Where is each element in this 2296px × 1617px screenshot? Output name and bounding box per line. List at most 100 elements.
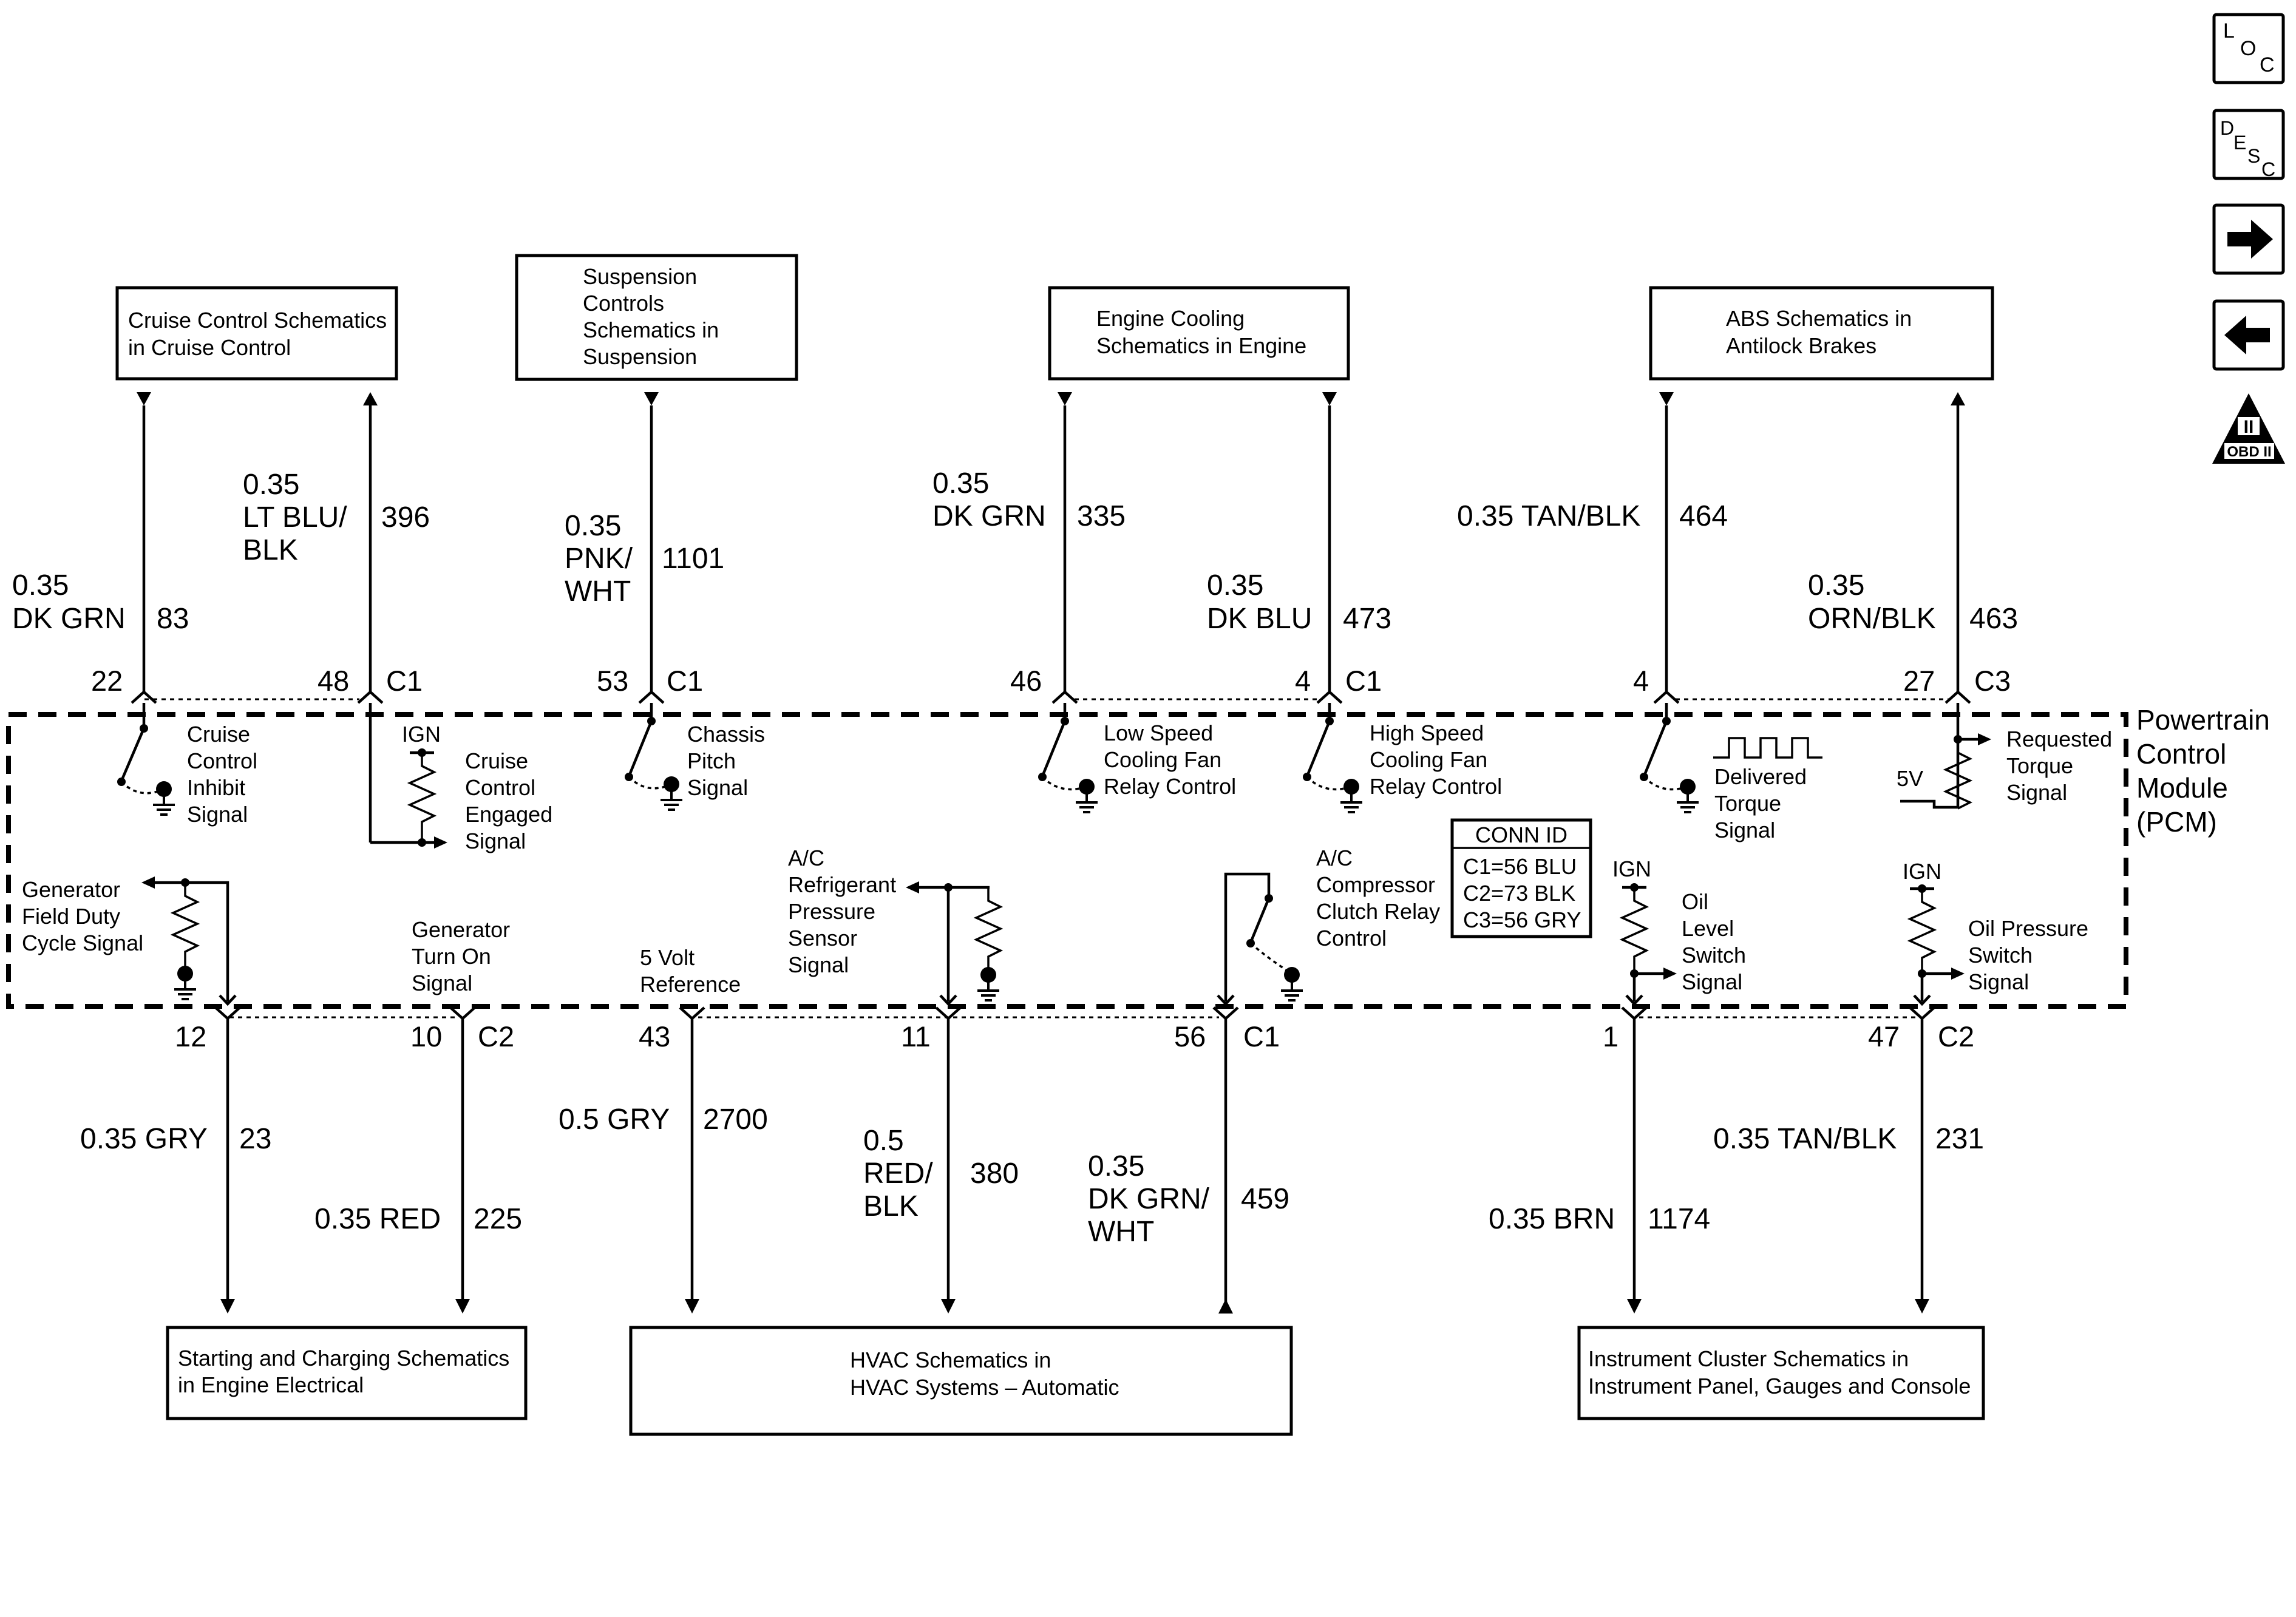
svg-text:C1: C1: [667, 665, 703, 697]
svg-text:Powertrain: Powertrain: [2136, 704, 2270, 736]
svg-text:473: 473: [1343, 603, 1391, 635]
svg-text:BLK: BLK: [243, 534, 298, 566]
svg-text:Signal: Signal: [1714, 818, 1775, 842]
wire-335[interactable]: 0.35 DK GRN 335 46: [932, 392, 1126, 721]
svg-text:231: 231: [1935, 1123, 1984, 1155]
svg-text:C1: C1: [1243, 1020, 1280, 1053]
svg-text:(PCM): (PCM): [2136, 806, 2217, 838]
pcm-label: Powertrain Control Module (PCM): [2136, 704, 2270, 838]
svg-text:PNK/: PNK/: [565, 543, 633, 575]
wire-464[interactable]: 0.35 TAN/BLK 464 4: [1457, 392, 1728, 721]
cruise-inhibit-switch: Cruise Control Inhibit Signal: [117, 722, 257, 827]
next-page-button[interactable]: [2212, 203, 2285, 275]
svg-text:Torque: Torque: [1714, 791, 1781, 816]
svg-text:459: 459: [1241, 1183, 1289, 1215]
svg-text:Pitch: Pitch: [687, 748, 736, 773]
svg-text:53: 53: [597, 665, 628, 697]
svg-text:BLK: BLK: [863, 1190, 919, 1222]
svg-text:0.35: 0.35: [932, 467, 989, 500]
svg-text:464: 464: [1679, 500, 1728, 532]
svg-text:0.35: 0.35: [565, 510, 621, 542]
svg-text:4: 4: [1295, 665, 1311, 697]
wire-396[interactable]: 0.35 LT BLU/ BLK 396 48 C1: [243, 392, 430, 842]
svg-text:Cycle Signal: Cycle Signal: [22, 931, 143, 955]
svg-text:HVAC Schematics in: HVAC Schematics in: [850, 1348, 1051, 1372]
chassis-pitch-switch: Chassis Pitch Signal: [625, 717, 765, 811]
svg-text:Compressor: Compressor: [1316, 872, 1435, 897]
svg-text:Delivered: Delivered: [1714, 764, 1807, 789]
svg-text:IGN: IGN: [1612, 856, 1651, 881]
cruise-control-schematics-box[interactable]: Cruise Control Schematics in Cruise Cont…: [115, 286, 398, 381]
desc-letter-d: D: [2220, 117, 2234, 139]
wire-380[interactable]: 0.5 RED/ BLK 380 11: [863, 1006, 1019, 1314]
svg-text:0.35: 0.35: [1207, 569, 1263, 602]
five-volt-reference-label: 5 Volt Reference: [640, 945, 741, 997]
abs-schematics-box[interactable]: ABS Schematics in Antilock Brakes: [1649, 286, 1994, 381]
obd-label: OBD II: [2227, 444, 2271, 460]
svg-text:Low Speed: Low Speed: [1104, 720, 1213, 745]
svg-text:Generator: Generator: [22, 877, 120, 902]
svg-text:380: 380: [970, 1158, 1019, 1190]
starting-charging-schematics-box[interactable]: Starting and Charging Schematics in Engi…: [166, 1326, 528, 1420]
engine-cooling-schematics-box[interactable]: Engine Cooling Schematics in Engine: [1048, 286, 1350, 381]
wire-463[interactable]: 0.35 ORN/BLK 463 27 C3: [1808, 392, 2018, 807]
svg-text:0.35 RED: 0.35 RED: [314, 1203, 441, 1235]
svg-text:in Cruise Control: in Cruise Control: [128, 335, 291, 360]
svg-text:Torque: Torque: [2006, 753, 2073, 778]
arrow-left-icon: [2224, 316, 2270, 354]
wire-231[interactable]: 0.35 TAN/BLK 231 47 C2: [1713, 1006, 1984, 1314]
svg-text:27: 27: [1903, 665, 1935, 697]
suspension-schematics-box[interactable]: Suspension Controls Schematics in Suspen…: [515, 254, 798, 381]
svg-text:IGN: IGN: [1903, 859, 1941, 884]
wire-1101[interactable]: 0.35 PNK/ WHT 1101 53 C1: [565, 392, 724, 721]
svg-text:Cruise Control Schematics: Cruise Control Schematics: [128, 308, 387, 333]
previous-page-button[interactable]: [2212, 299, 2285, 371]
svg-text:0.35 TAN/BLK: 0.35 TAN/BLK: [1457, 500, 1640, 532]
desc-letter-s: S: [2247, 145, 2260, 167]
svg-text:LT BLU/: LT BLU/: [243, 501, 347, 534]
pcm-boundary: [6, 712, 2128, 1009]
svg-text:Generator: Generator: [412, 917, 510, 942]
description-button[interactable]: D E S C: [2212, 109, 2285, 180]
wire-2700[interactable]: 0.5 GRY 2700 43: [559, 1006, 768, 1314]
svg-text:DK GRN: DK GRN: [932, 500, 1046, 532]
svg-text:Controls: Controls: [583, 291, 664, 316]
obd-ii-button[interactable]: II OBD II: [2212, 393, 2285, 464]
svg-text:83: 83: [157, 603, 189, 635]
svg-text:Cruise: Cruise: [187, 722, 250, 747]
svg-text:Switch: Switch: [1682, 943, 1746, 968]
wire-23[interactable]: 0.35 GRY 23 12: [80, 1006, 271, 1314]
svg-text:ORN/BLK: ORN/BLK: [1808, 603, 1936, 635]
hvac-schematics-box[interactable]: HVAC Schematics in HVAC Systems – Automa…: [629, 1326, 1293, 1436]
instrument-cluster-schematics-box[interactable]: Instrument Cluster Schematics in Instrum…: [1577, 1326, 1985, 1420]
svg-text:C2: C2: [1938, 1020, 1974, 1053]
svg-text:Schematics in Engine: Schematics in Engine: [1096, 333, 1306, 358]
svg-text:Signal: Signal: [187, 802, 248, 827]
arrow-right-icon: [2227, 220, 2273, 259]
svg-text:Signal: Signal: [687, 775, 748, 800]
pwm-waveform-icon: [1713, 737, 1822, 759]
svg-text:Signal: Signal: [1682, 969, 1742, 994]
wire-473[interactable]: 0.35 DK BLU 473 4 C1: [1207, 392, 1391, 721]
wire-225[interactable]: 0.35 RED 225 10 C2: [314, 1006, 522, 1314]
svg-text:Turn On: Turn On: [412, 944, 491, 969]
wire-1174[interactable]: 0.35 BRN 1174 1: [1489, 1006, 1710, 1314]
svg-text:5 Volt: 5 Volt: [640, 945, 695, 970]
wire-83[interactable]: 0.35 DK GRN 83 22: [12, 392, 189, 728]
svg-text:C3: C3: [1974, 665, 2011, 697]
svg-text:396: 396: [381, 501, 430, 534]
svg-text:0.35 BRN: 0.35 BRN: [1489, 1203, 1615, 1235]
location-button[interactable]: L O C: [2212, 13, 2285, 84]
svg-text:Clutch Relay: Clutch Relay: [1316, 899, 1440, 924]
svg-text:Module: Module: [2136, 772, 2228, 804]
svg-text:47: 47: [1868, 1020, 1900, 1053]
svg-text:463: 463: [1969, 603, 2018, 635]
svg-text:12: 12: [175, 1020, 206, 1053]
svg-text:C1=56 BLU: C1=56 BLU: [1463, 854, 1577, 879]
svg-text:Control: Control: [465, 775, 535, 800]
connector-id-box: CONN ID C1=56 BLU C2=73 BLK C3=56 GRY: [1450, 818, 1592, 938]
wire-459[interactable]: 0.35 DK GRN/ WHT 459 56 C1: [1088, 1006, 1289, 1314]
svg-text:Starting and Charging Schemati: Starting and Charging Schematics: [178, 1346, 509, 1371]
svg-text:RED/: RED/: [863, 1158, 933, 1190]
svg-text:Control: Control: [1316, 926, 1387, 951]
